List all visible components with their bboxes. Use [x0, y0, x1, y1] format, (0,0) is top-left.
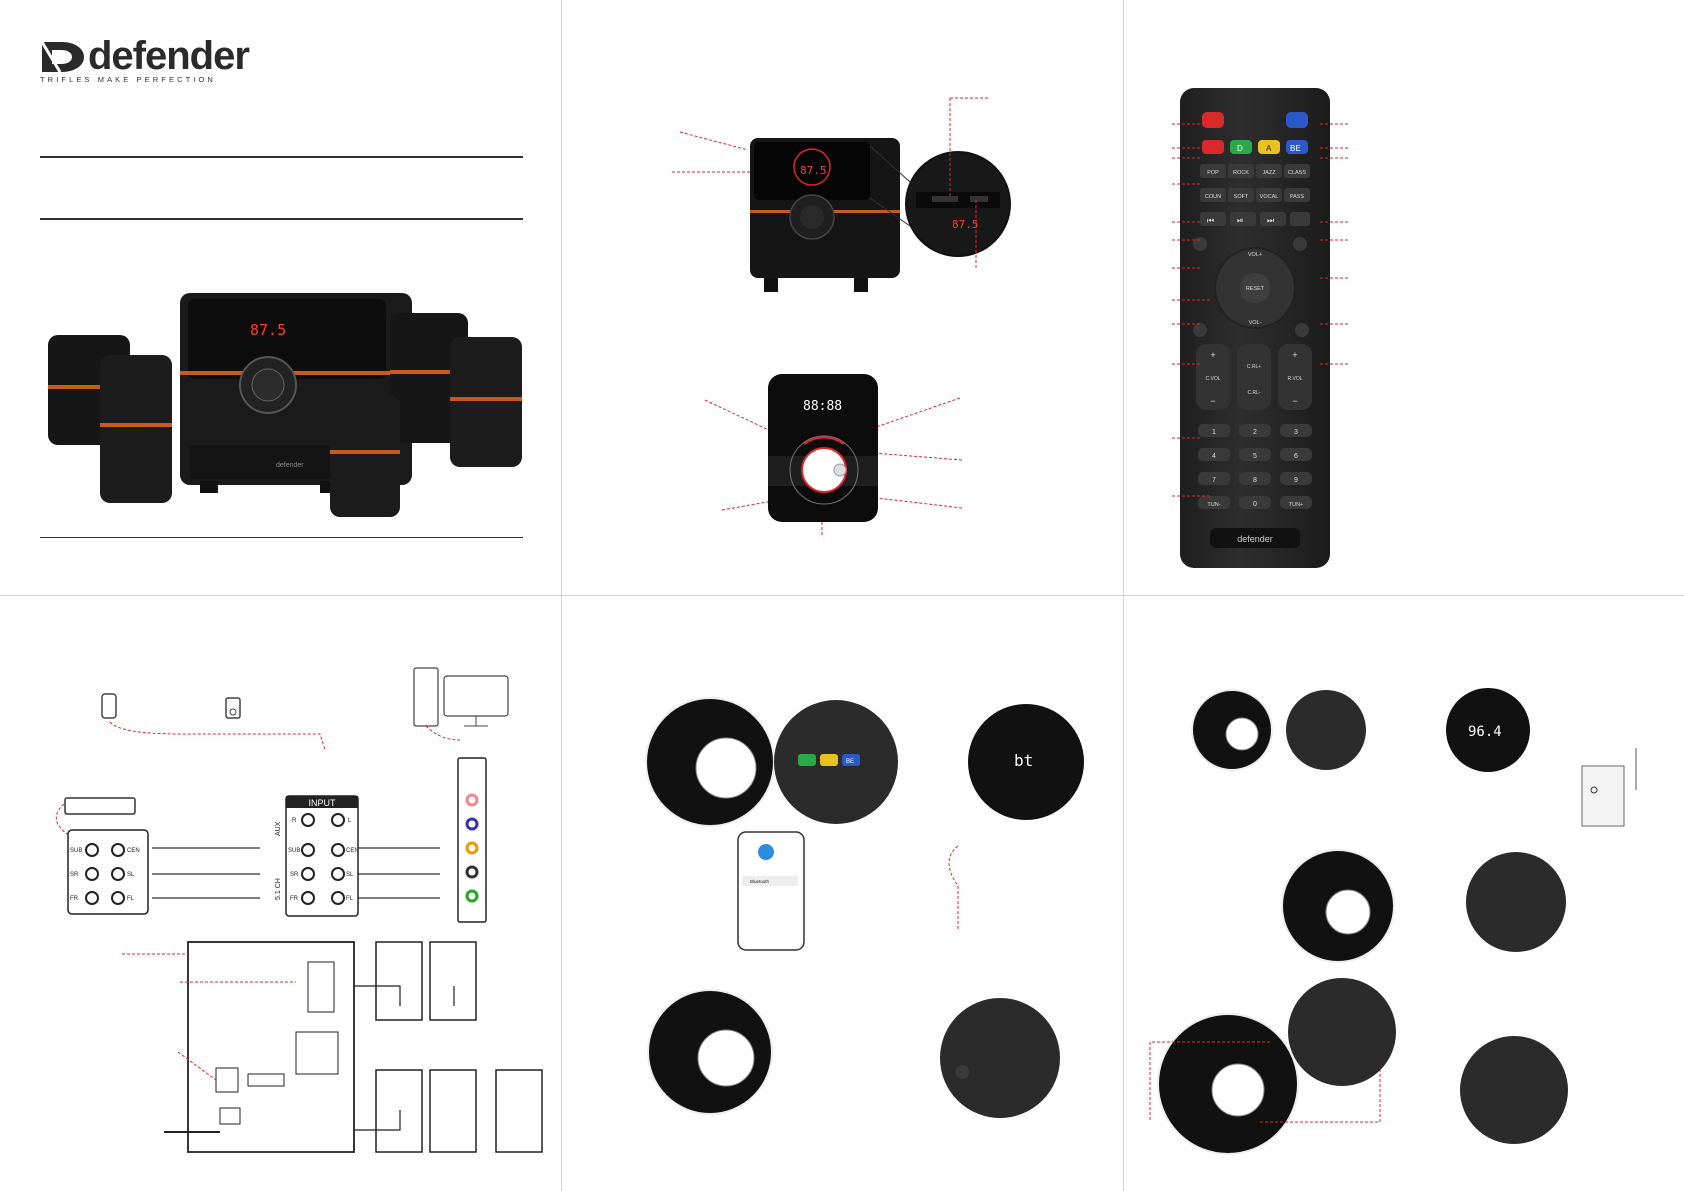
digit-9: 9: [1294, 477, 1298, 484]
eq-coun: COUN: [1205, 194, 1221, 200]
remote-yellow-key: A: [1266, 144, 1272, 153]
rvol-label: R.VOL: [1287, 376, 1302, 382]
svg-text:⏯: ⏯: [1237, 216, 1243, 225]
eq-class: CLASS: [1288, 170, 1306, 176]
vol-up-key: VOL+: [1248, 252, 1262, 258]
remote-green-key: D: [1237, 144, 1243, 153]
brand-tagline: TRIFLES MAKE PERFECTION: [40, 75, 216, 84]
dvd-cen-label: CEN: [127, 848, 140, 854]
input-r-label: R: [292, 818, 297, 824]
eq-rock: ROCK: [1233, 170, 1249, 176]
input-cen-label: CEN: [346, 848, 359, 854]
input-title: INPUT: [309, 798, 337, 808]
tun-plus-key: TUN+: [1289, 502, 1304, 508]
digit-2: 2: [1253, 429, 1257, 436]
speaker-display-freq: 87.5: [250, 321, 286, 339]
aux-label: AUX: [275, 821, 282, 836]
digit-5: 5: [1253, 453, 1257, 460]
svg-text:⏮: ⏮: [1207, 216, 1214, 225]
digit-3: 3: [1294, 429, 1298, 436]
speaker-system-product-image: 87.5 defender: [48, 293, 522, 517]
subwoofer-front-diagram: 87.5 87.5: [672, 97, 1011, 292]
digit-7: 7: [1212, 477, 1216, 484]
digit-1: 1: [1212, 429, 1216, 436]
zoom-display-freq: 87.5: [952, 218, 979, 231]
rvol-plus: +: [1292, 350, 1297, 360]
brand-name: defender: [88, 34, 250, 78]
bottom-rule: [40, 537, 523, 538]
tun-minus-key: TUN-: [1207, 502, 1220, 508]
input-sl-label: SL: [346, 872, 354, 878]
dvd-fr-label: FR: [70, 896, 79, 902]
panel-clock: 88:88: [803, 399, 842, 414]
reset-key: RESET: [1246, 286, 1265, 292]
remote-buttons: D A BE POP ROCK JAZZ CLASS COUN SOFT VOC…: [1193, 112, 1312, 548]
cl-plus-label: C.RL+: [1247, 364, 1261, 370]
title-rule: [40, 156, 523, 158]
remote-blue-key: BE: [1290, 144, 1301, 153]
input-sr-label: SR: [290, 872, 299, 878]
speaker-badge: defender: [276, 462, 304, 469]
fm-radio-steps: 96.4: [1149, 688, 1637, 1155]
digit-0: 0: [1253, 501, 1257, 508]
control-panel-diagram: 88:88: [704, 374, 963, 535]
cvol-minus: −: [1210, 396, 1215, 406]
input-l-label: L: [348, 818, 352, 824]
rvol-minus: −: [1292, 396, 1297, 406]
remote-badge: defender: [1237, 534, 1273, 544]
bt-remote-key: BE: [846, 759, 854, 765]
dvd-sub-label: SUB: [70, 848, 82, 854]
cl-minus-label: C.RL-: [1247, 390, 1260, 396]
remote-callouts: [1172, 123, 1348, 497]
dvd-sr-label: SR: [70, 872, 79, 878]
digit-8: 8: [1253, 477, 1257, 484]
fm-display: 96.4: [1468, 724, 1502, 740]
bluetooth-steps: BE bt Bluetooth: [645, 697, 1084, 1118]
cvol-plus: +: [1210, 350, 1215, 360]
eq-jazz: JAZZ: [1262, 170, 1276, 176]
display-freq: 87.5: [800, 164, 827, 177]
ch-label: 5.1 CH: [275, 878, 282, 900]
eq-soft: SOFT: [1234, 194, 1249, 200]
eq-vocal: VOCAL: [1260, 194, 1279, 200]
eq-pass: PASS: [1290, 194, 1305, 200]
input-sub-label: SUB: [288, 848, 300, 854]
digit-6: 6: [1294, 453, 1298, 460]
digit-4: 4: [1212, 453, 1216, 460]
defender-logo-icon: [40, 41, 84, 73]
cvol-label: C.VOL: [1205, 376, 1220, 382]
phone-bluetooth-row: Bluetooth: [750, 879, 770, 884]
vol-down-key: VOL-: [1249, 320, 1262, 326]
connection-diagram: SUB CEN SR SL FR FL INPUT AUX 5.1 CH R L…: [55, 667, 543, 1153]
bt-display: bt: [1014, 751, 1033, 770]
svg-text:⏭: ⏭: [1267, 216, 1274, 225]
dvd-fl-label: FL: [127, 896, 135, 902]
dvd-sl-label: SL: [127, 872, 135, 878]
input-fr-label: FR: [290, 896, 299, 902]
fold-line: [0, 595, 1684, 596]
title-rule: [40, 218, 523, 220]
eq-pop: POP: [1207, 170, 1219, 176]
input-fl-label: FL: [346, 896, 354, 902]
